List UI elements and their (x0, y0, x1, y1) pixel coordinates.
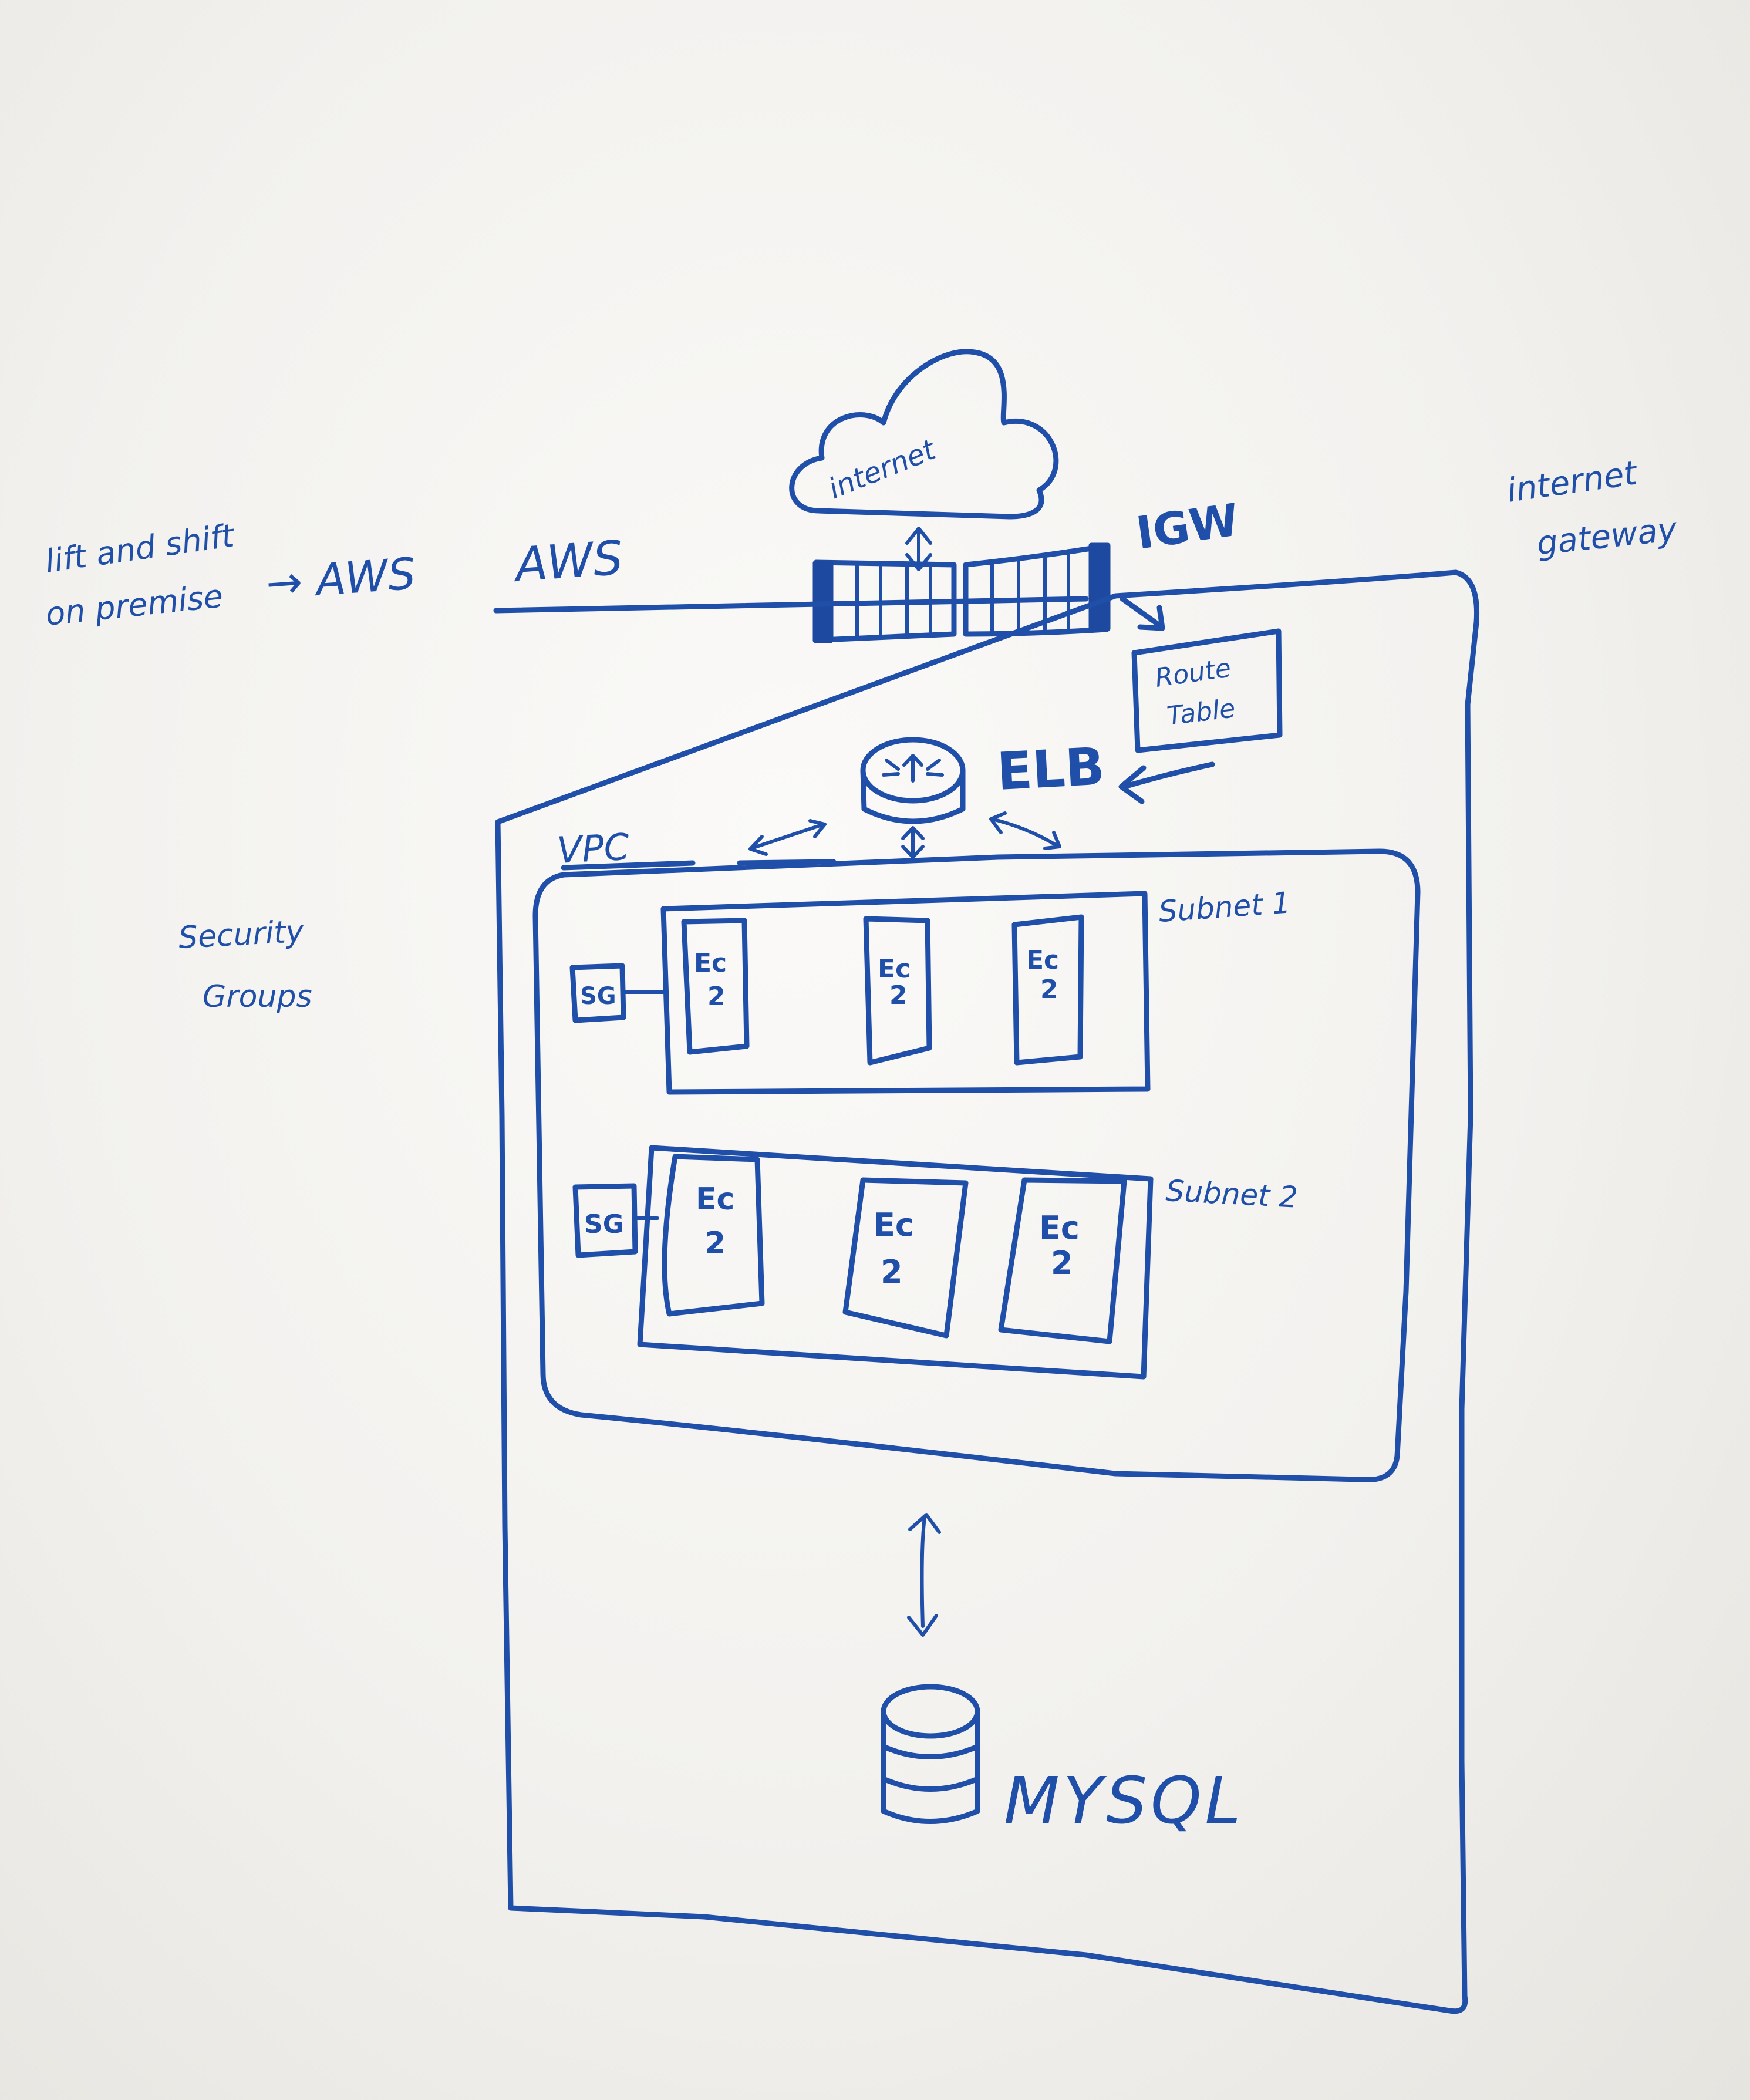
igw-note-line2: gateway (1535, 510, 1680, 563)
ec2-label-top: Ec (696, 1182, 734, 1217)
subnet2-ec2-3: Ec 2 (998, 1177, 1127, 1344)
internet-gateway-icon (812, 542, 1111, 643)
subnet2-ec2-2: Ec 2 (842, 1177, 969, 1339)
route-table-line1: Route (1153, 653, 1233, 693)
subnet2-security-group: SG (572, 1183, 659, 1258)
ec2-label-bottom: 2 (881, 1253, 903, 1290)
subnet1-ec2-2: Ec 2 (863, 916, 932, 1066)
elb-down-arrows (748, 811, 1061, 859)
routetable-elb-arrow (1118, 761, 1215, 804)
ec2-label-bottom: 2 (1040, 975, 1058, 1005)
lift-and-shift-note: lift and shift on premise → AWS (43, 517, 417, 633)
ec2-label-top: Ec (878, 954, 911, 984)
route-table-line2: Table (1165, 693, 1237, 732)
security-note-line2: Groups (203, 979, 312, 1014)
database-icon (881, 1684, 980, 1824)
ec2-label-bottom: 2 (1051, 1245, 1073, 1282)
vpc-db-arrow (907, 1513, 941, 1637)
vpc-boundary (532, 848, 1421, 1482)
ec2-label-bottom: 2 (889, 980, 908, 1010)
internet-cloud-icon: internet (789, 349, 1059, 520)
cloud-igw-arrow (905, 527, 932, 571)
ec2-label-top: Ec (1039, 1209, 1080, 1246)
ec2-label-top: Ec (1026, 945, 1059, 975)
igw-label: IGW (1133, 493, 1242, 559)
cloud-label: internet (824, 433, 942, 505)
subnet1-security-group: SG (569, 963, 668, 1023)
lift-note-line1: lift and shift (43, 517, 237, 580)
internet-gateway-note: internet gateway (1505, 454, 1680, 563)
lift-note-line2: on premise (44, 578, 225, 633)
route-table-box: Route Table (1131, 628, 1283, 753)
subnet1-label: Subnet 1 (1158, 885, 1292, 929)
lift-note-target: → AWS (264, 548, 417, 609)
subnet2-label: Subnet 2 (1165, 1174, 1299, 1215)
aws-cloud-boundary (493, 569, 1480, 2014)
ec2-label-top: Ec (874, 1206, 914, 1243)
ec2-label-top: Ec (694, 948, 727, 978)
elb-label: ELB (996, 736, 1106, 802)
igw-routetable-arrow (1120, 596, 1165, 631)
ec2-label-bottom: 2 (707, 982, 726, 1012)
security-note-line1: Security (178, 914, 306, 956)
mysql-label: MYSQL (1004, 1763, 1245, 1838)
igw-note-line1: internet (1505, 454, 1640, 510)
subnet1-boundary (660, 891, 1151, 1095)
sg-label: SG (584, 1209, 624, 1239)
subnet2-boundary (637, 1145, 1154, 1380)
elb-router-icon (860, 737, 966, 824)
ec2-label-bottom: 2 (704, 1226, 726, 1261)
sg-label: SG (580, 983, 616, 1010)
subnet1-ec2-3: Ec 2 (1011, 914, 1084, 1066)
security-groups-note: Security Groups (178, 914, 312, 1014)
subnet2-ec2-1: Ec 2 (662, 1154, 765, 1317)
aws-label: AWS (511, 530, 625, 592)
subnet1-ec2-1: Ec 2 (681, 918, 750, 1055)
